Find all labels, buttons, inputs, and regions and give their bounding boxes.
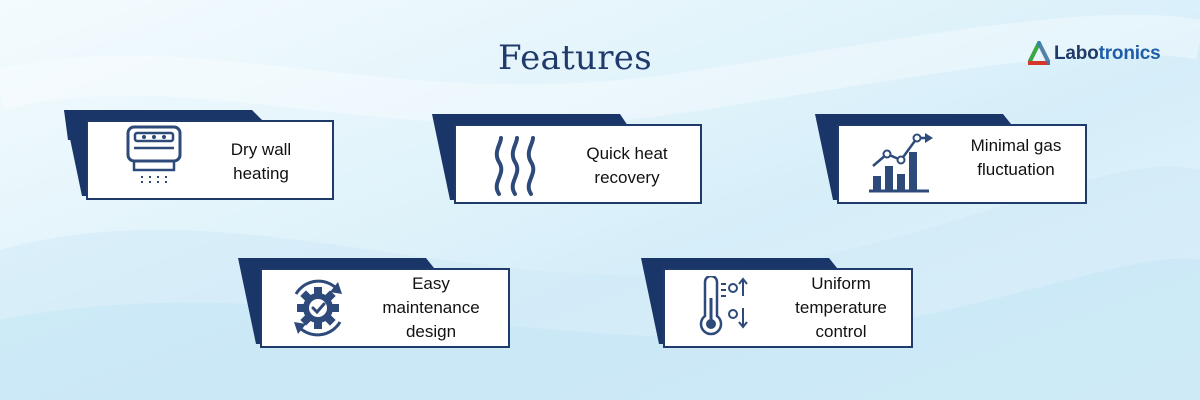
- heat-waves-icon: [494, 136, 536, 196]
- page-title: Features: [498, 38, 652, 78]
- triangle-logo-icon: [1028, 41, 1050, 65]
- card-tab: [238, 258, 434, 344]
- brand-name: Labotronics: [1054, 43, 1161, 64]
- card-tab: [432, 114, 628, 200]
- thermometer-icon: [699, 276, 748, 336]
- card-tab: [815, 114, 1011, 200]
- card-tab: [641, 258, 837, 344]
- growth-chart-icon: [869, 133, 933, 193]
- brand-logo: Labotronics: [1028, 38, 1161, 70]
- gear-check-icon: [294, 279, 342, 337]
- card-tab-side: [64, 110, 88, 196]
- dry-wall-heater-icon: [126, 125, 182, 186]
